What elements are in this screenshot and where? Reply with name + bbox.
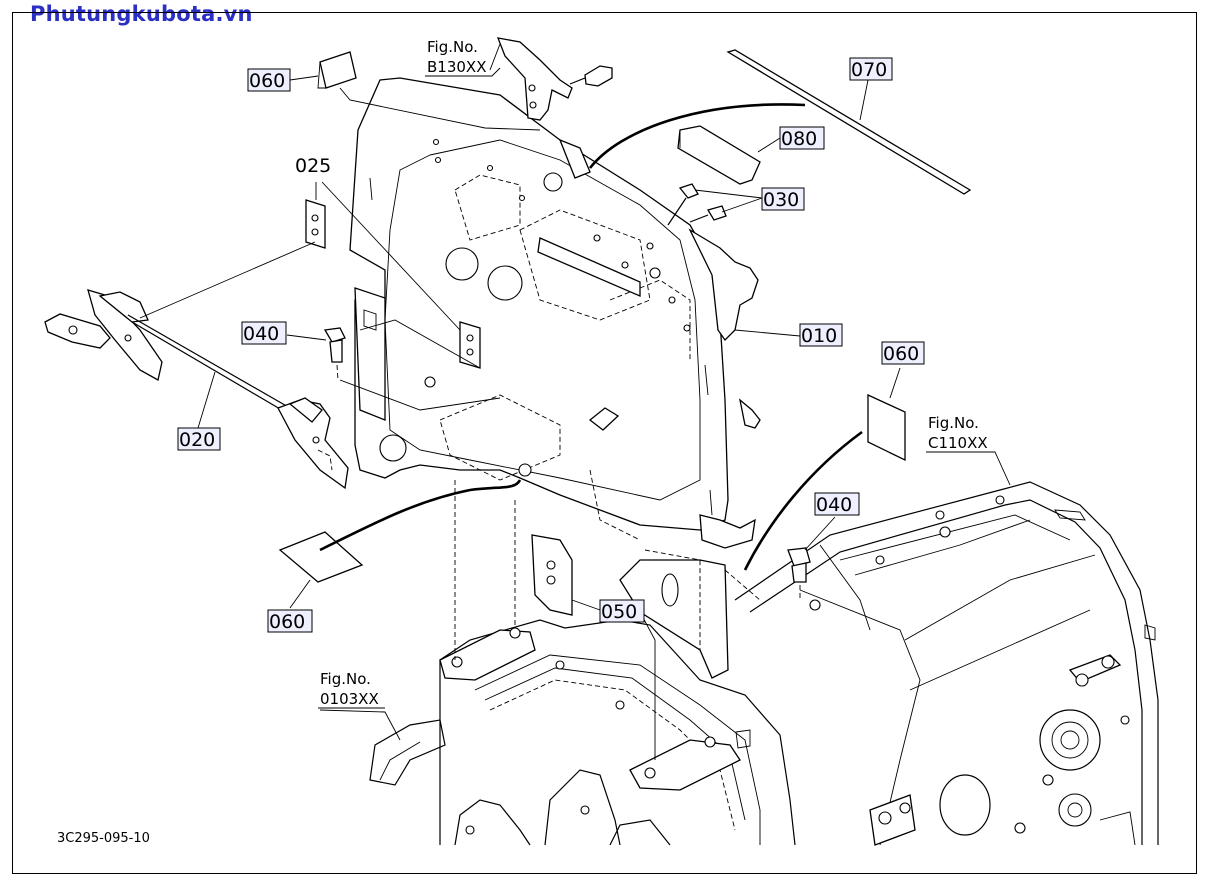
svg-text:020: 020 <box>179 429 215 451</box>
svg-text:025: 025 <box>295 155 331 177</box>
svg-text:C110XX: C110XX <box>928 434 988 452</box>
plate-050 <box>531 534 573 616</box>
main-panel-010 <box>349 77 761 679</box>
svg-text:030: 030 <box>763 189 799 211</box>
callout-030[interactable]: 030 <box>761 187 805 211</box>
callout-060-right[interactable]: 060 <box>881 341 925 365</box>
svg-text:Fig.No.: Fig.No. <box>427 38 478 56</box>
svg-text:040: 040 <box>243 323 279 345</box>
pad-060-top <box>317 51 357 89</box>
cables <box>319 103 863 571</box>
svg-text:060: 060 <box>249 70 285 92</box>
bracket-b130 <box>496 37 613 121</box>
svg-text:010: 010 <box>801 325 837 347</box>
strip-070 <box>726 49 972 195</box>
callout-040-upper[interactable]: 040 <box>241 321 287 345</box>
callout-060-bottom[interactable]: 060 <box>267 609 313 633</box>
brand-watermark[interactable]: Phutungkubota.vn <box>30 2 253 26</box>
callout-080[interactable]: 080 <box>779 126 825 150</box>
svg-text:Fig.No.: Fig.No. <box>320 670 371 688</box>
callout-010[interactable]: 010 <box>799 323 843 347</box>
figref-c110[interactable]: Fig.No. C110XX <box>926 414 995 453</box>
bolt-030 <box>667 183 727 226</box>
svg-text:060: 060 <box>883 343 919 365</box>
figref-0103[interactable]: Fig.No. 0103XX <box>318 670 385 709</box>
svg-text:080: 080 <box>781 128 817 150</box>
bolt-040-lower <box>787 547 811 600</box>
callout-020[interactable]: 020 <box>177 427 221 451</box>
callout-060-top[interactable]: 060 <box>247 68 291 92</box>
figref-b130[interactable]: Fig.No. B130XX <box>425 38 501 77</box>
rod-assembly-020 <box>44 289 349 490</box>
pad-080 <box>677 125 761 185</box>
bracket-025 <box>305 199 481 369</box>
callout-025[interactable]: 025 <box>295 155 331 177</box>
callout-050[interactable]: 050 <box>599 599 645 623</box>
drawing-number: 3C295-095-10 <box>57 831 150 846</box>
svg-text:050: 050 <box>601 601 637 623</box>
svg-text:Fig.No.: Fig.No. <box>928 414 979 432</box>
clutch-housing <box>369 619 796 846</box>
svg-text:040: 040 <box>816 494 852 516</box>
svg-text:070: 070 <box>851 59 887 81</box>
drawing-frame <box>12 12 1197 874</box>
callout-040-lower[interactable]: 040 <box>814 492 860 516</box>
bolt-040-upper <box>323 327 346 381</box>
svg-text:060: 060 <box>269 611 305 633</box>
leader-lines <box>139 43 1011 760</box>
callout-070[interactable]: 070 <box>849 57 893 81</box>
pad-060-bottom <box>278 531 364 583</box>
svg-text:0103XX: 0103XX <box>320 690 379 708</box>
svg-text:B130XX: B130XX <box>427 58 486 76</box>
pad-060-right <box>867 393 906 462</box>
transmission-housing <box>734 481 1159 846</box>
